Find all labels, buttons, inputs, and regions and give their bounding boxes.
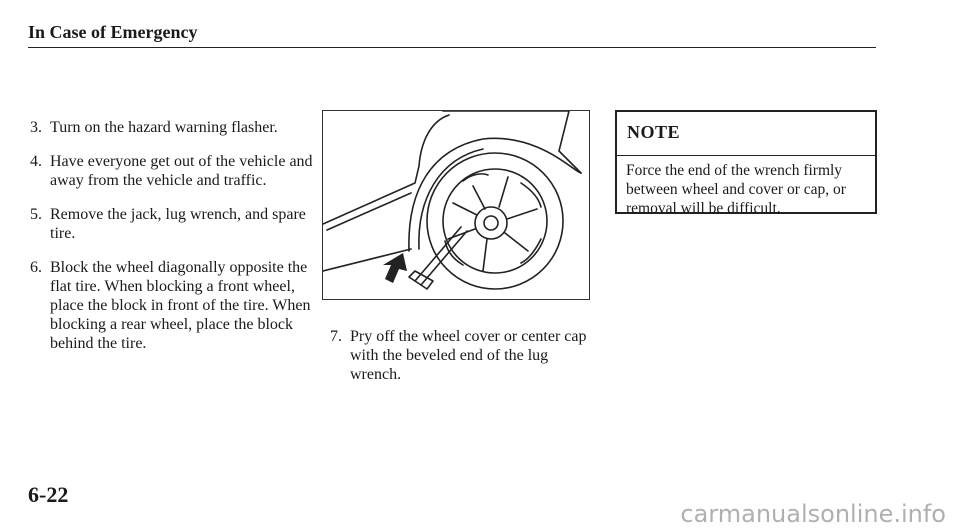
step-text: Turn on the hazard warning flasher.: [50, 119, 278, 136]
step-3: 3. Turn on the hazard warning flasher.: [30, 118, 330, 137]
wheel-arch: [408, 137, 582, 252]
step-number: 5.: [30, 206, 42, 223]
lug-wrench: [414, 226, 468, 286]
step-number: 4.: [30, 153, 42, 170]
fender-edge: [442, 111, 582, 174]
step-6: 6. Block the wheel diagonally opposite t…: [30, 258, 330, 353]
watermark: carmanualsonline.info: [680, 500, 946, 528]
tire-outer: [426, 152, 564, 290]
cover-vents: [444, 173, 542, 266]
step-5: 5. Remove the jack, lug wrench, and spar…: [30, 205, 330, 243]
note-box: NOTE Force the end of the wrench firmly …: [615, 110, 877, 217]
wheel-cover-removal-illustration: [323, 111, 582, 290]
step-4: 4. Have everyone get out of the vehicle …: [30, 152, 330, 190]
step-text: Block the wheel diagonally opposite the …: [50, 259, 311, 352]
step-number: 7.: [330, 328, 342, 345]
section-header: In Case of Emergency: [28, 22, 198, 42]
body-trim: [326, 192, 412, 231]
page-number: 6-22: [28, 482, 69, 507]
tire-inner: [442, 168, 548, 274]
rocker-panel: [323, 248, 412, 272]
step-text: Pry off the wheel cover or center cap wi…: [350, 328, 587, 383]
center-cap: [474, 206, 508, 240]
header-divider: [28, 47, 876, 48]
body-line: [323, 114, 450, 225]
direction-arrow-icon: [383, 253, 407, 283]
hub: [483, 215, 499, 231]
step-number: 6.: [30, 259, 42, 276]
wheel-arch-inner: [418, 148, 484, 250]
note-title: NOTE: [617, 112, 875, 156]
step-text: Have everyone get out of the vehicle and…: [50, 153, 313, 189]
step-7: 7. Pry off the wheel cover or center cap…: [330, 327, 600, 384]
note-body: Force the end of the wrench firmly betwe…: [626, 162, 846, 217]
wheel-cover-illustration: [322, 110, 590, 300]
step-number: 3.: [30, 119, 42, 136]
cover-spokes: [447, 176, 538, 272]
step-text: Remove the jack, lug wrench, and spare t…: [50, 206, 306, 242]
wrench-handle: [408, 270, 434, 290]
steps-list: 3. Turn on the hazard warning flasher. 4…: [30, 118, 330, 368]
